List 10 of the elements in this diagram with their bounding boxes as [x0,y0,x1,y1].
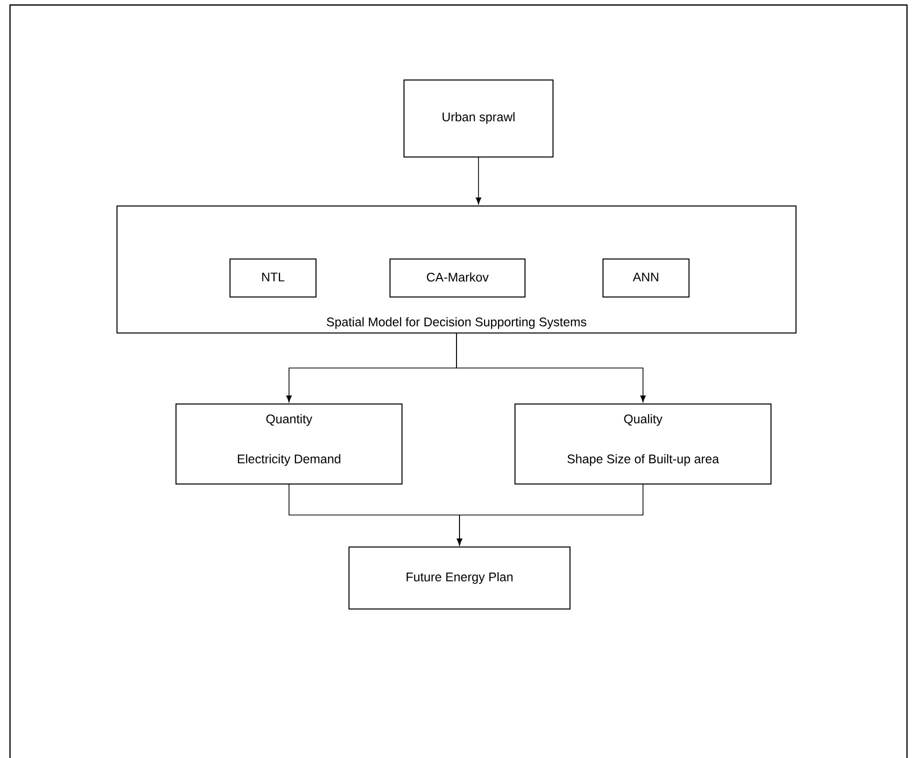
arrow [476,157,482,204]
method-box: CA-Markov [390,258,526,298]
method-box: ANN [602,258,690,298]
process-box: Future Energy Plan [348,546,570,610]
arrow [456,484,644,546]
output-box: Quantity Electricity Demand [176,404,402,484]
method-box: NTL [230,258,316,298]
arrow [456,333,646,402]
output-box: Quality Shape Size of Built-up area [514,404,772,484]
process-box: Urban sprawl [404,80,554,158]
